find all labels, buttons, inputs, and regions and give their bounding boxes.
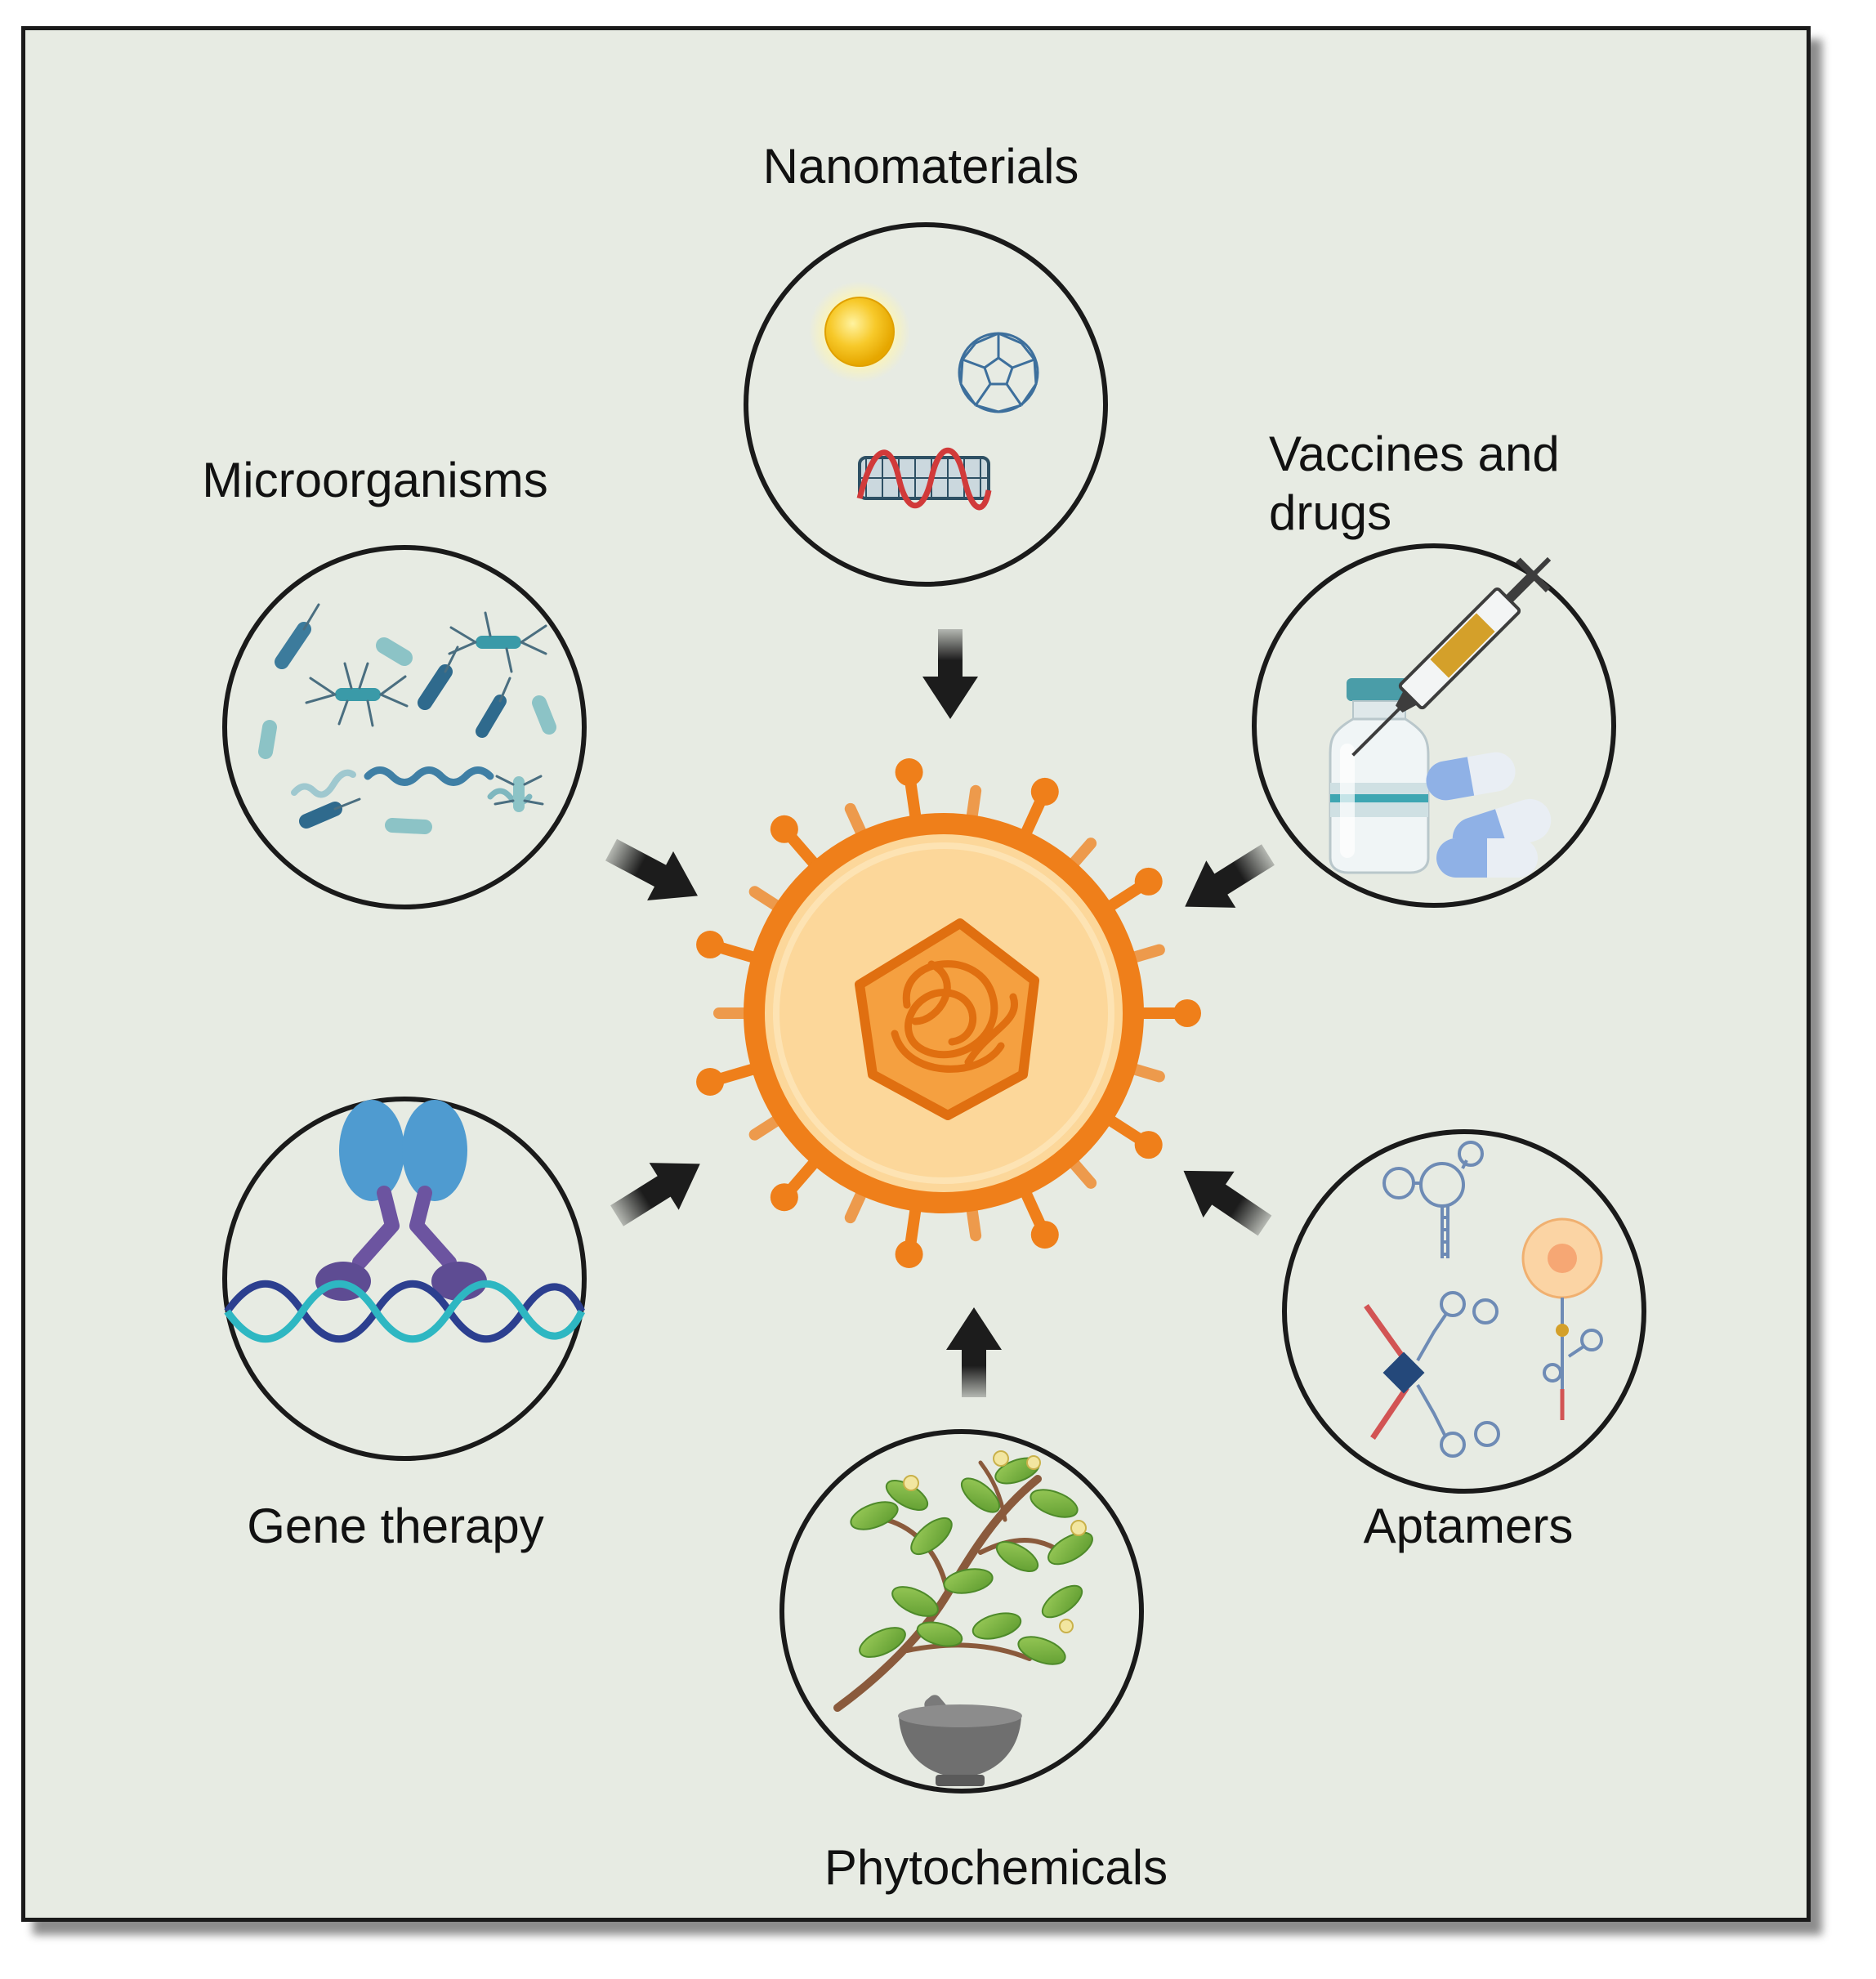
aptamer-cross-icon (1364, 1291, 1500, 1458)
virus-spike-tip (696, 1067, 725, 1096)
pill-icon (1426, 752, 1552, 878)
virus-spike-tip (1134, 1131, 1163, 1159)
virus-spike-tip (696, 931, 725, 959)
label-vaccines-line1: Vaccines and (1269, 427, 1560, 481)
dna-protein-icon (222, 1097, 587, 1461)
arrow-from-gene-therapy (610, 1163, 700, 1226)
label-microorganisms: Microorganisms (202, 453, 548, 507)
label-vaccines-line2: drugs (1269, 485, 1392, 540)
virus-spike-tip (895, 758, 923, 787)
label-aptamers: Aptamers (1363, 1499, 1574, 1553)
vial-icon (1329, 678, 1430, 874)
plant-mortar-icon (779, 1429, 1144, 1794)
arrow-from-aptamers (1183, 1170, 1272, 1236)
mortar-icon (898, 1695, 1022, 1786)
virus-spike-tip (1173, 999, 1201, 1027)
bacteria-icon (222, 545, 587, 909)
virus-spike-tip (770, 1183, 798, 1212)
arrow-from-nanomaterials (922, 629, 978, 719)
aptamer-cell-icon (1521, 1217, 1603, 1420)
virus-spike-tip (1030, 1221, 1059, 1249)
virus-spike-tip (895, 1240, 923, 1268)
virus-spike-tip (770, 815, 798, 843)
virus-spike-tip (1030, 777, 1059, 806)
aptamer-structures-icon (1282, 1129, 1646, 1494)
label-phytochemicals: Phytochemicals (824, 1840, 1168, 1895)
arrow-from-phytochemicals (946, 1307, 1002, 1397)
label-gene-therapy: Gene therapy (247, 1499, 544, 1553)
virus-spike (1100, 879, 1149, 915)
syringe-icon (1351, 556, 1552, 757)
nanotube-icon (856, 448, 992, 511)
label-nanomaterials: Nanomaterials (762, 139, 1079, 194)
virus-spike (783, 828, 824, 873)
arrow-from-vaccines (1185, 844, 1275, 908)
virus-icon (696, 758, 1201, 1268)
virus-spike (1100, 1111, 1149, 1147)
nanomaterials-icon (744, 222, 1108, 587)
virus-spike-tip (1134, 867, 1163, 896)
arrow-from-microorganisms (605, 838, 698, 900)
virus-spike (783, 1153, 824, 1199)
syringe-vial-pills-icon (1252, 543, 1616, 908)
